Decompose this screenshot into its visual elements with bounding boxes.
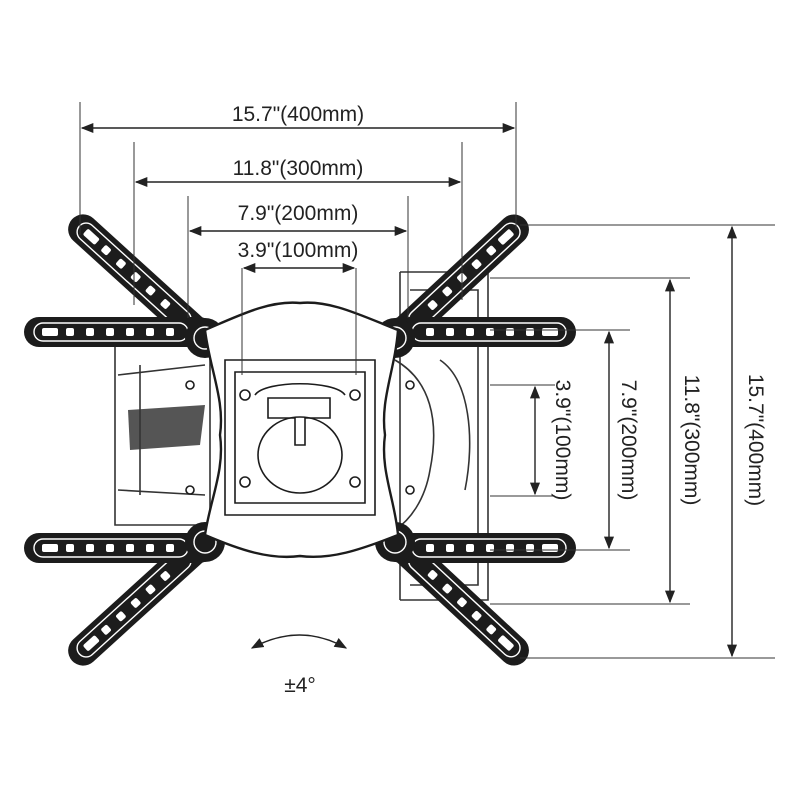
extension-lines [79,102,775,659]
dim-v-400-label: 15.7"(400mm) [744,374,767,506]
dim-h-300-label: 11.8"(300mm) [233,157,364,180]
vesa-arms [24,214,576,666]
arm-diagonal-top-left [68,214,212,348]
dim-v-100-label: 3.9"(100mm) [551,380,574,501]
arm-horizontal-top-left [24,317,214,347]
dim-h-100-label: 3.9"(100mm) [238,239,359,262]
dim-h-400-label: 15.7"(400mm) [232,103,364,126]
center-plate [185,301,415,559]
arm-horizontal-bottom-left [24,533,214,563]
dim-h-200-label: 7.9"(200mm) [238,202,359,225]
tilt-label: ±4° [284,674,316,697]
horizontal-dimensions: 15.7"(400mm) 11.8"(300mm) 7.9"(200mm) 3.… [80,103,516,274]
tilt-arrow [250,634,348,649]
tilt-indicator: ±4° [250,634,348,697]
arm-horizontal-top-right [386,317,576,347]
vertical-dimensions: 3.9"(100mm) 7.9"(200mm) 11.8"(300mm) 15.… [529,225,767,658]
dim-v-300-label: 11.8"(300mm) [680,375,703,506]
articulating-arm [114,334,211,526]
arm-diagonal-bottom-right [388,532,529,666]
arm-diagonal-bottom-left [68,532,212,666]
arm-horizontal-bottom-right [386,533,576,563]
dim-v-200-label: 7.9"(200mm) [617,380,640,501]
